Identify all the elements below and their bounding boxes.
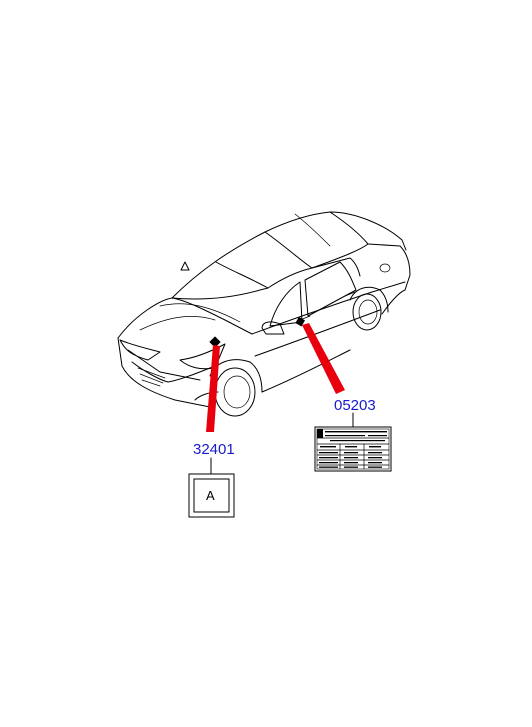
door-label-marker xyxy=(295,316,305,327)
label-05203-cells xyxy=(319,446,382,468)
label-letter-a: A xyxy=(206,488,215,503)
label-a-inner xyxy=(193,478,230,513)
part-number-05203[interactable]: 05203 xyxy=(334,397,376,414)
leader-32401 xyxy=(206,345,220,432)
label-a-outer xyxy=(188,473,235,518)
label-05203-text-lines xyxy=(325,431,387,442)
leader-lines xyxy=(206,323,345,432)
label-05203-table xyxy=(316,437,390,470)
label-05203-plate xyxy=(314,426,392,472)
callout-32401: 32401 A xyxy=(188,441,235,518)
callout-05203: 05203 xyxy=(314,397,392,472)
hood-label-marker xyxy=(209,336,221,348)
part-number-32401[interactable]: 32401 xyxy=(193,441,235,458)
car-illustration xyxy=(117,211,411,417)
leader-05203 xyxy=(302,323,345,394)
